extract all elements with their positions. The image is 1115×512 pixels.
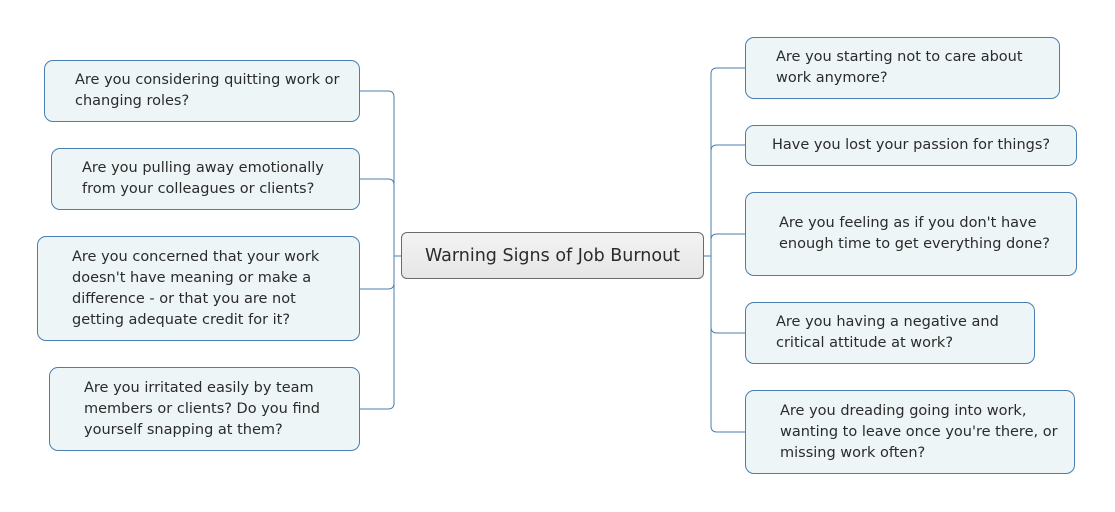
connector-left-0 [360, 90, 395, 98]
connector-right-2 [710, 233, 745, 241]
central-topic[interactable]: Warning Signs of Job Burnout [401, 232, 704, 279]
connector-left-3 [360, 402, 395, 410]
right-topic-negative-attitude[interactable]: Are you having a negative and critical a… [745, 302, 1035, 364]
left-topic-irritated[interactable]: Are you irritated easily by team members… [49, 367, 360, 451]
right-topic-not-enough-time[interactable]: Are you feeling as if you don't have eno… [745, 192, 1077, 276]
right-topic-not-caring[interactable]: Are you starting not to care about work … [745, 37, 1060, 99]
topic-label: Are you feeling as if you don't have eno… [779, 215, 1050, 252]
right-topic-dreading-work[interactable]: Are you dreading going into work, wantin… [745, 390, 1075, 474]
topic-label: Are you concerned that your work doesn't… [72, 248, 320, 328]
topic-label: Are you dreading going into work, wantin… [780, 402, 1058, 461]
left-topic-pulling-away[interactable]: Are you pulling away emotionally from yo… [51, 148, 360, 210]
topic-label: Are you pulling away emotionally from yo… [82, 160, 324, 197]
connector-right-3 [710, 326, 745, 334]
topic-label: Have you lost your passion for things? [772, 137, 1051, 153]
topic-label: Are you starting not to care about work … [776, 49, 1023, 86]
left-topic-meaning[interactable]: Are you concerned that your work doesn't… [37, 236, 360, 341]
connector-left-2 [360, 282, 395, 290]
connector-left-1 [360, 178, 395, 186]
connector-right-4 [710, 425, 745, 433]
connector-right-0 [710, 67, 745, 75]
central-topic-label: Warning Signs of Job Burnout [424, 245, 681, 266]
left-topic-quitting[interactable]: Are you considering quitting work or cha… [44, 60, 360, 122]
topic-label: Are you having a negative and critical a… [776, 314, 999, 351]
topic-label: Are you considering quitting work or cha… [75, 72, 340, 109]
topic-label: Are you irritated easily by team members… [84, 379, 320, 438]
connector-right-1 [710, 144, 745, 152]
right-topic-lost-passion[interactable]: Have you lost your passion for things? [745, 125, 1077, 166]
